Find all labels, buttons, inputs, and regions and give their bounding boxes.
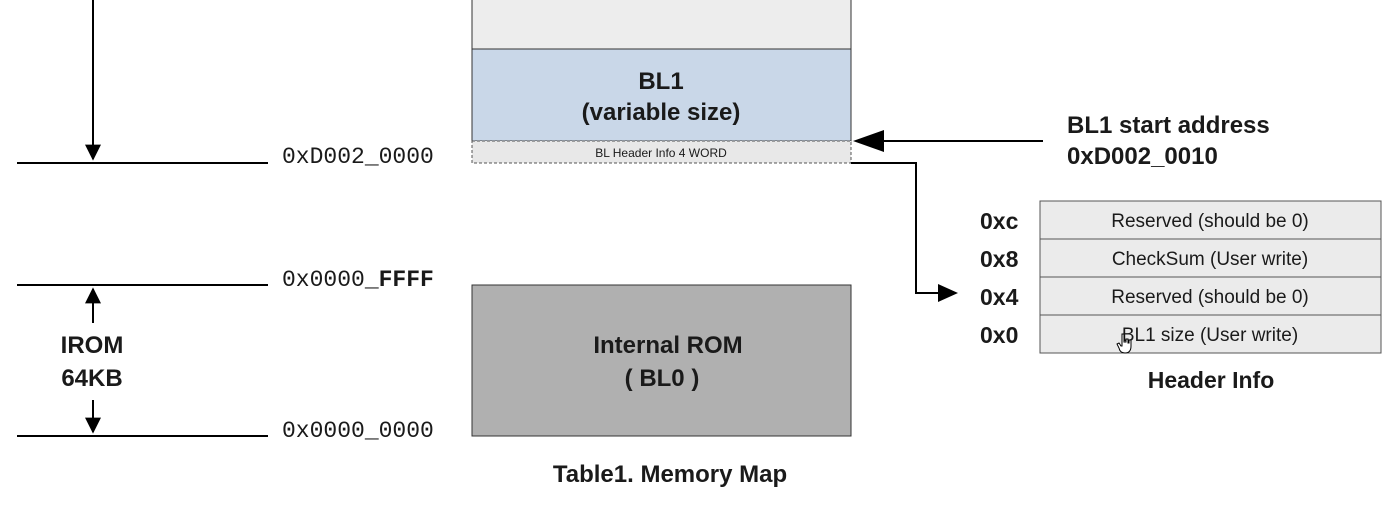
header-connector-line xyxy=(851,162,940,294)
header-row-0x0-text: BL1 size (User write) xyxy=(1122,325,1298,346)
bl-header-strip xyxy=(471,140,852,164)
internal-rom-label: Internal ROM xyxy=(593,332,742,359)
header-row-0xc-text: Reserved (should be 0) xyxy=(1111,211,1309,232)
bl1-label: BL1 xyxy=(638,68,683,95)
header-offset-0x8: 0x8 xyxy=(980,246,1019,272)
hand-cursor-icon xyxy=(1116,333,1132,354)
start-address-value: 0xD002_0010 xyxy=(1067,143,1218,170)
address-ffff-prefix: 0x0000_ xyxy=(282,267,379,293)
address-0000-0000: 0x0000_0000 xyxy=(282,418,434,444)
internal-rom-block xyxy=(471,284,852,437)
header-offset-0x4: 0x4 xyxy=(980,284,1019,310)
header-offset-0x0: 0x0 xyxy=(980,322,1018,348)
address-d002-0000: 0xD002_0000 xyxy=(282,144,434,170)
start-address-arrowhead xyxy=(853,130,884,152)
address-0000-ffff: 0x0000_FFFF xyxy=(282,267,434,293)
internal-rom-sublabel: ( BL0 ) xyxy=(625,365,700,392)
header-row-0x8-text: CheckSum (User write) xyxy=(1112,249,1308,270)
header-info-title: Header Info xyxy=(1148,367,1275,393)
header-row-0x8 xyxy=(1039,238,1382,278)
bl1-block xyxy=(471,48,852,142)
header-connector-arrowhead xyxy=(938,284,958,302)
header-row-0x4 xyxy=(1039,276,1382,316)
start-address-label: BL1 start address xyxy=(1067,112,1270,139)
address-ffff-suffix: FFFF xyxy=(379,267,434,293)
irom-size-label: IROM xyxy=(61,332,124,359)
header-offset-0xc: 0xc xyxy=(980,208,1019,234)
header-row-0x4-text: Reserved (should be 0) xyxy=(1111,287,1309,308)
upper-region-block xyxy=(471,0,852,50)
bl-header-strip-label: BL Header Info 4 WORD xyxy=(595,146,727,160)
irom-size-value: 64KB xyxy=(61,365,122,392)
bl1-sublabel: (variable size) xyxy=(582,99,741,126)
header-row-0x0 xyxy=(1039,314,1382,354)
header-info-table: Reserved (should be 0) CheckSum (User wr… xyxy=(980,200,1382,354)
memory-map-caption: Table1. Memory Map xyxy=(553,461,787,488)
